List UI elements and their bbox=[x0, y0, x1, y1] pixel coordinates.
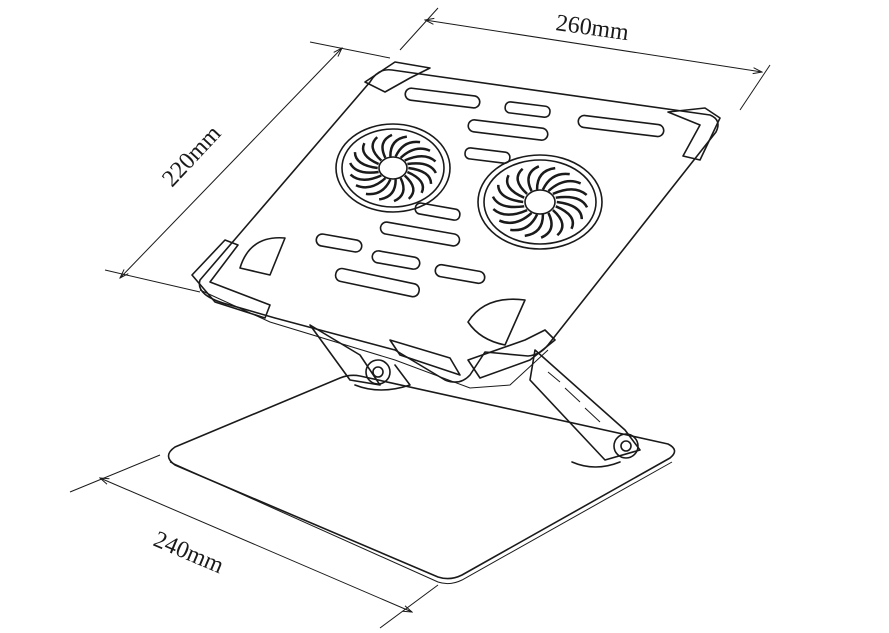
fan-blade bbox=[524, 214, 545, 238]
width-label: 260mm bbox=[554, 10, 631, 46]
corner-pad bbox=[667, 107, 721, 161]
base-label: 240mm bbox=[150, 527, 228, 580]
fan-blade bbox=[381, 133, 393, 159]
fan-blade bbox=[527, 165, 540, 192]
fan-blade bbox=[552, 188, 588, 196]
fan-blade bbox=[535, 166, 556, 190]
corner-pad bbox=[191, 239, 271, 319]
fan-blade bbox=[355, 177, 387, 189]
vent-slots bbox=[315, 87, 665, 298]
fan-blade bbox=[516, 167, 528, 195]
fan-blade bbox=[371, 136, 383, 162]
clip-cutout bbox=[467, 298, 526, 346]
fan-blade bbox=[353, 151, 378, 170]
fan-blade bbox=[389, 135, 408, 157]
fan-blade bbox=[492, 208, 528, 216]
fan-blade bbox=[408, 166, 433, 185]
dimension-base: 240mm bbox=[69, 454, 439, 629]
fan-blade bbox=[498, 211, 533, 225]
clip-cutout bbox=[239, 236, 286, 276]
hinge-arms bbox=[309, 324, 641, 468]
fan-blade bbox=[556, 200, 584, 220]
corner-pad bbox=[467, 329, 556, 379]
fan-blade bbox=[349, 173, 382, 181]
fan-blade bbox=[404, 155, 437, 163]
fan-blade bbox=[361, 142, 380, 166]
fan-blade bbox=[555, 205, 575, 230]
fan-blade bbox=[510, 213, 539, 232]
fan-blade bbox=[407, 162, 437, 174]
dimension-width: 260mm bbox=[399, 7, 771, 111]
base-plate bbox=[167, 374, 676, 585]
fan-blade bbox=[406, 170, 425, 194]
fan-blade bbox=[403, 174, 415, 200]
depth-label: 220mm bbox=[157, 120, 226, 192]
fan-blade bbox=[399, 147, 431, 159]
fan-blade bbox=[365, 178, 392, 196]
fan-blade bbox=[496, 184, 524, 204]
fan-blade bbox=[547, 179, 582, 193]
fan-blade bbox=[491, 195, 525, 209]
fan-blade bbox=[349, 162, 379, 174]
fan-blade bbox=[541, 172, 570, 191]
fan-blade bbox=[378, 179, 397, 201]
fan-blade bbox=[540, 212, 553, 239]
cooling-fan-left bbox=[335, 123, 451, 213]
fan-blade bbox=[552, 209, 564, 237]
fan-blade bbox=[505, 174, 525, 199]
fan-blade bbox=[394, 140, 421, 158]
fan-blade bbox=[393, 177, 405, 203]
cooling-fan-right bbox=[477, 154, 603, 250]
fan-blade bbox=[555, 195, 589, 209]
corner-pad bbox=[364, 61, 431, 93]
dimension-depth: 220mm bbox=[104, 41, 391, 293]
top-plate bbox=[191, 61, 721, 389]
center-pad bbox=[389, 339, 461, 376]
